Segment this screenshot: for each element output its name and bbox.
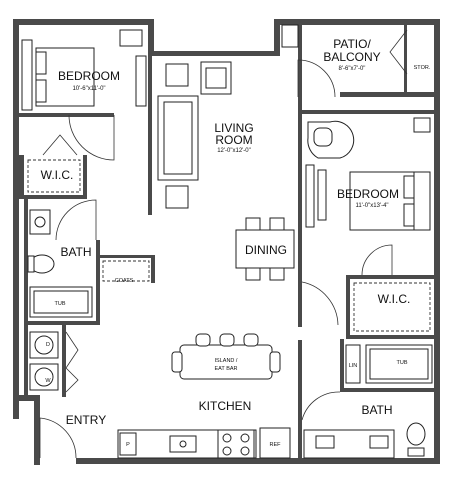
bedroom-1-dims: 10'-6"x11'-0" bbox=[72, 86, 105, 92]
interior-walls bbox=[19, 23, 440, 460]
bath-2-fixtures: LIN TUB bbox=[345, 344, 433, 384]
wic-1-label: W.I.C. bbox=[41, 168, 74, 182]
storage-label: STOR. bbox=[414, 65, 431, 71]
bath-2-label: BATH bbox=[361, 403, 392, 417]
patio-dims: 8'-6"x7'-0" bbox=[339, 66, 366, 72]
patio-label-line2: BALCONY bbox=[323, 50, 380, 64]
exterior-walls bbox=[13, 19, 440, 465]
island-label-line2: EAT BAR bbox=[214, 366, 237, 372]
entry: ENTRY bbox=[39, 413, 106, 459]
bedroom-2-label: BEDROOM bbox=[337, 187, 399, 201]
bedroom-2-dims: 11'-0"x13'-4" bbox=[355, 203, 388, 209]
living-room-dims: 12'-0"x12'-0" bbox=[217, 148, 251, 154]
bath-1-label: BATH bbox=[60, 245, 91, 259]
kitchen-island: ISLAND / EAT BAR bbox=[171, 333, 281, 380]
bath-1: BATH TUB bbox=[27, 199, 97, 318]
bedroom-1: BEDROOM 10'-6"x11'-0" bbox=[21, 29, 147, 161]
bath-2: BATH bbox=[301, 391, 426, 459]
patio-balcony: PATIO/ BALCONY 8'-6"x7'-0" STOR. bbox=[281, 24, 431, 75]
entry-label: ENTRY bbox=[66, 413, 106, 427]
tub-1-label: TUB bbox=[55, 301, 66, 307]
living-room-label-line2: ROOM bbox=[215, 133, 252, 147]
dryer-label: D bbox=[46, 342, 50, 348]
washer-label: W bbox=[45, 378, 51, 384]
bedroom-1-label: BEDROOM bbox=[58, 69, 120, 83]
wic-2-label: W.I.C. bbox=[378, 292, 411, 306]
coats-closet: COATS bbox=[102, 260, 150, 284]
island-label-line1: ISLAND / bbox=[215, 358, 238, 364]
patio-label-line1: PATIO/ bbox=[333, 37, 371, 51]
living-room-label-line1: LIVING bbox=[214, 121, 253, 135]
kitchen: P REF KITCHEN bbox=[117, 399, 291, 459]
dining-label: DINING bbox=[245, 243, 287, 257]
walk-in-closet-1: W.I.C. bbox=[27, 134, 81, 193]
kitchen-label: KITCHEN bbox=[199, 399, 252, 413]
tub-2-label: TUB bbox=[397, 360, 408, 366]
linen-label: LIN bbox=[349, 363, 358, 369]
living-room: LIVING ROOM 12'-0"x12'-0" bbox=[157, 59, 336, 209]
refrigerator-label: REF bbox=[270, 442, 282, 448]
coats-label: COATS bbox=[115, 278, 134, 284]
laundry: D W bbox=[29, 331, 79, 393]
walk-in-closet-2: W.I.C. bbox=[301, 281, 431, 332]
bedroom-2: BEDROOM 11'-0"x13'-4" bbox=[305, 117, 431, 276]
pantry-label: P bbox=[126, 442, 130, 448]
dining-area: DINING bbox=[235, 217, 295, 281]
